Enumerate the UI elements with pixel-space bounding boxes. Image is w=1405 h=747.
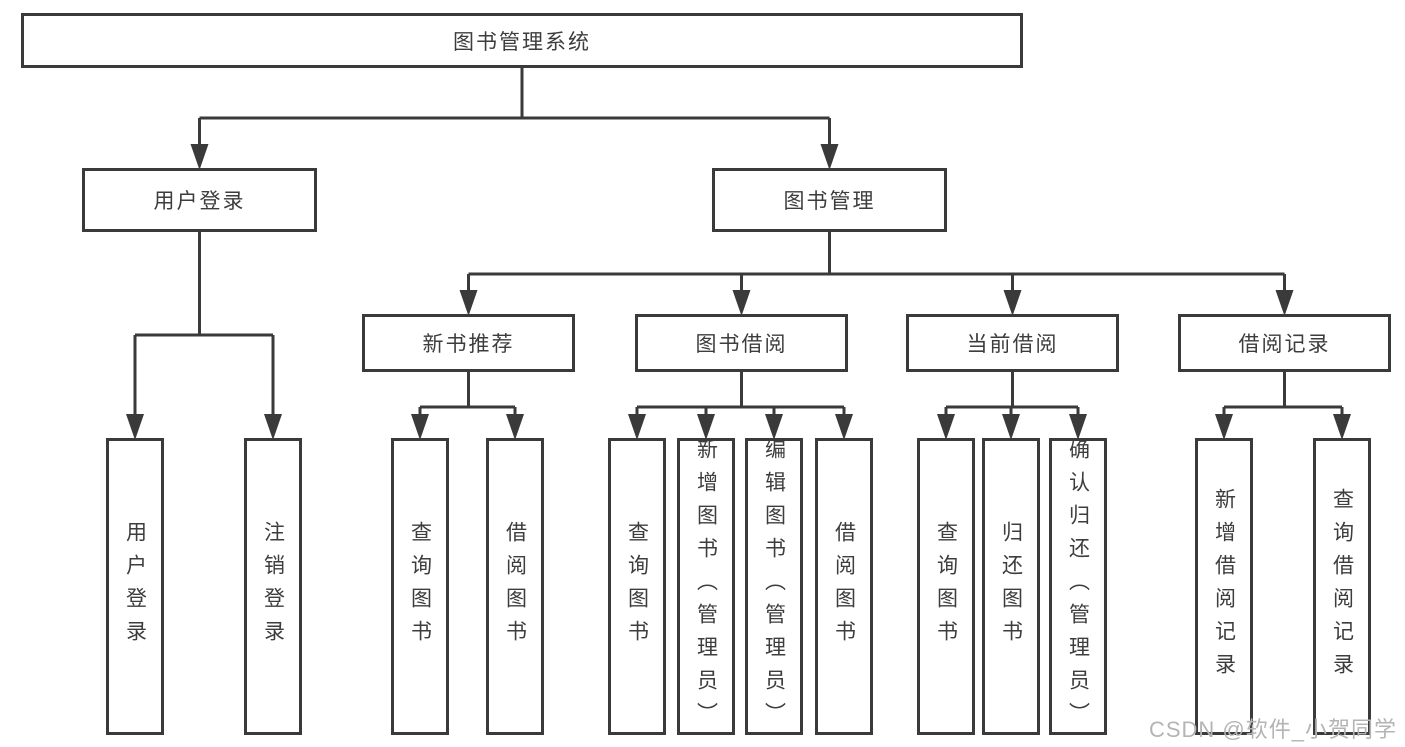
node-leaf-add-borrow-record: 新增借阅记录 — [1195, 438, 1253, 735]
node-book-borrow: 图书借阅 — [635, 314, 848, 372]
arrow-down-icon — [820, 144, 839, 170]
node-leaf-query-borrow-record-label: 查询借阅记录 — [1330, 487, 1354, 686]
arrow-down-icon — [1275, 290, 1294, 316]
arrow-down-icon — [126, 414, 144, 440]
connector-path-book-borrow — [635, 372, 846, 418]
node-leaf-add-borrow-record-label: 新增借阅记录 — [1212, 487, 1236, 686]
node-leaf-confirm-return-admin: 确认归还（管理员） — [1049, 438, 1107, 735]
node-root: 图书管理系统 — [21, 13, 1023, 68]
node-leaf-query-book-a-label: 查询图书 — [408, 520, 432, 653]
node-leaf-user-login: 用户登录 — [106, 438, 164, 735]
connector-path-borrow-record — [1222, 372, 1344, 418]
node-user-login: 用户登录 — [82, 168, 317, 232]
node-book-mgmt-label: 图书管理 — [783, 190, 876, 213]
connector-path-current-borrow — [944, 372, 1080, 418]
arrow-down-icon — [1333, 414, 1351, 440]
connector-path-user-login — [133, 232, 275, 418]
node-leaf-borrow-book-b-label: 借阅图书 — [832, 520, 856, 653]
arrow-down-icon — [628, 414, 646, 440]
node-leaf-borrow-book-a-label: 借阅图书 — [503, 520, 527, 653]
node-root-label: 图书管理系统 — [453, 30, 591, 54]
node-user-login-label: 用户登录 — [153, 190, 246, 213]
csdn-watermark: CSDN @软件_小贺同学 — [1148, 717, 1397, 742]
arrow-down-icon — [937, 414, 955, 440]
node-leaf-query-book-c: 查询图书 — [917, 438, 975, 735]
node-leaf-user-login-label: 用户登录 — [123, 520, 147, 653]
connector-path-root — [198, 68, 831, 148]
arrow-down-icon — [459, 290, 478, 316]
arrow-down-icon — [697, 414, 715, 440]
node-leaf-edit-book-admin: 编辑图书（管理员） — [745, 438, 803, 735]
node-leaf-query-book-b: 查询图书 — [608, 438, 666, 735]
node-new-book-rec: 新书推荐 — [362, 314, 575, 372]
node-current-borrow-label: 当前借阅 — [966, 333, 1059, 356]
arrow-down-icon — [1003, 290, 1022, 316]
node-leaf-query-book-b-label: 查询图书 — [625, 520, 649, 653]
node-borrow-record: 借阅记录 — [1178, 314, 1391, 372]
node-leaf-borrow-book-a: 借阅图书 — [486, 438, 544, 735]
node-leaf-logout-label: 注销登录 — [261, 520, 285, 653]
node-leaf-query-borrow-record: 查询借阅记录 — [1313, 438, 1371, 735]
arrow-down-icon — [190, 144, 209, 170]
arrow-down-icon — [264, 414, 282, 440]
arrow-down-icon — [411, 414, 429, 440]
node-book-mgmt: 图书管理 — [712, 168, 947, 232]
node-book-borrow-label: 图书借阅 — [695, 333, 788, 356]
node-leaf-query-book-c-label: 查询图书 — [934, 520, 958, 653]
arrow-down-icon — [506, 414, 524, 440]
connector-path-new-book-rec — [418, 372, 517, 418]
node-leaf-confirm-return-admin-label: 确认归还（管理员） — [1066, 438, 1090, 735]
node-new-book-rec-label: 新书推荐 — [422, 333, 515, 356]
arrow-down-icon — [732, 290, 751, 316]
arrow-down-icon — [765, 414, 783, 440]
node-leaf-logout: 注销登录 — [244, 438, 302, 735]
node-borrow-record-label: 借阅记录 — [1238, 333, 1331, 356]
node-leaf-query-book-a: 查询图书 — [391, 438, 449, 735]
arrow-down-icon — [835, 414, 853, 440]
node-leaf-add-book-admin: 新增图书（管理员） — [677, 438, 735, 735]
connector-path-book-mgmt — [467, 232, 1286, 294]
node-leaf-add-book-admin-label: 新增图书（管理员） — [694, 438, 718, 735]
arrow-down-icon — [1215, 414, 1233, 440]
node-leaf-return-book-label: 归还图书 — [999, 520, 1023, 653]
node-leaf-edit-book-admin-label: 编辑图书（管理员） — [762, 438, 786, 735]
arrow-down-icon — [1069, 414, 1087, 440]
node-current-borrow: 当前借阅 — [906, 314, 1119, 372]
node-leaf-borrow-book-b: 借阅图书 — [815, 438, 873, 735]
arrow-down-icon — [1002, 414, 1020, 440]
node-leaf-return-book: 归还图书 — [982, 438, 1040, 735]
